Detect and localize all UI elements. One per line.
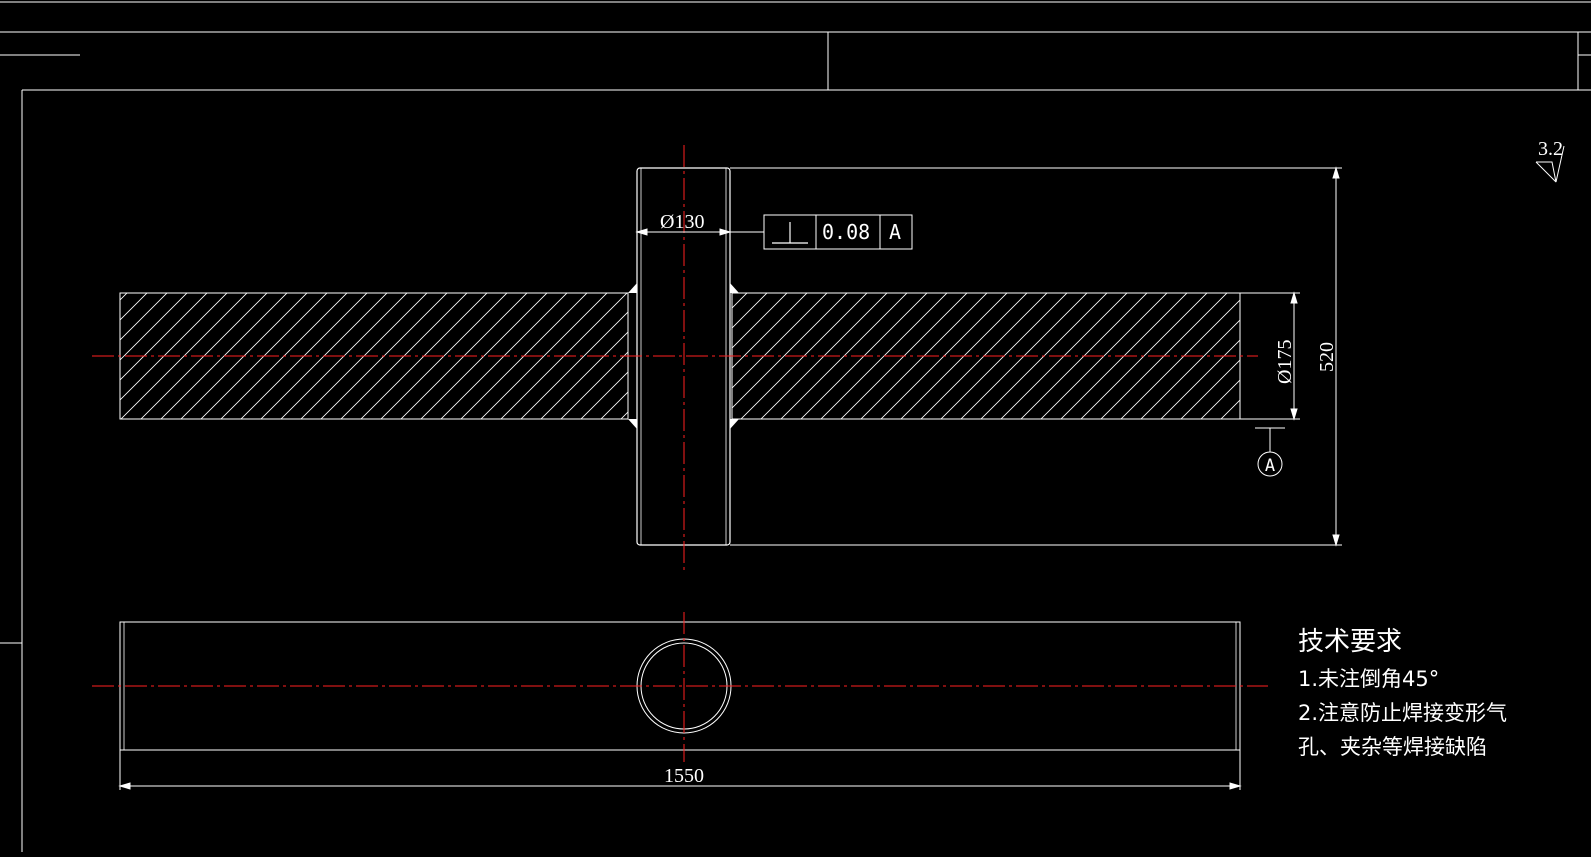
- dimension-height: [730, 166, 1342, 547]
- top-view: [92, 612, 1268, 762]
- dimension-shaft-diameter: [1240, 291, 1300, 421]
- surface-roughness-symbol: 3.2: [1535, 138, 1565, 183]
- tolerance-datum: A: [889, 220, 901, 244]
- tech-requirements: 技术要求 1.未注倒角45° 2.注意防止焊接变形气 孔、夹杂等焊接缺陷: [1298, 627, 1507, 759]
- surface-roughness-value: 3.2: [1538, 138, 1563, 160]
- datum-symbol: [1255, 427, 1285, 477]
- front-centerlines: [92, 145, 1258, 570]
- top-centerlines: [92, 612, 1268, 762]
- height-label: 520: [1316, 342, 1338, 372]
- tolerance-value: 0.08: [822, 220, 870, 244]
- tech-requirements-title: 技术要求: [1298, 627, 1402, 657]
- tech-requirement-item: 1.未注倒角45°: [1298, 667, 1439, 691]
- dimension-flange-diameter: [635, 228, 764, 236]
- tech-requirement-item: 孔、夹杂等焊接缺陷: [1298, 735, 1487, 759]
- length-label: 1550: [664, 765, 704, 787]
- dimension-length: [118, 750, 1242, 790]
- tolerance-frame: 0.08 A: [763, 214, 913, 250]
- weld-fillets: [628, 283, 739, 429]
- front-view: [92, 145, 1258, 570]
- tech-requirement-item: 2.注意防止焊接变形气: [1298, 701, 1507, 725]
- shaft-diameter-label: Ø175: [1274, 340, 1296, 384]
- flange-diameter-label: Ø130: [660, 211, 704, 233]
- datum-label: A: [1265, 456, 1275, 476]
- perpendicularity-icon: [772, 222, 808, 244]
